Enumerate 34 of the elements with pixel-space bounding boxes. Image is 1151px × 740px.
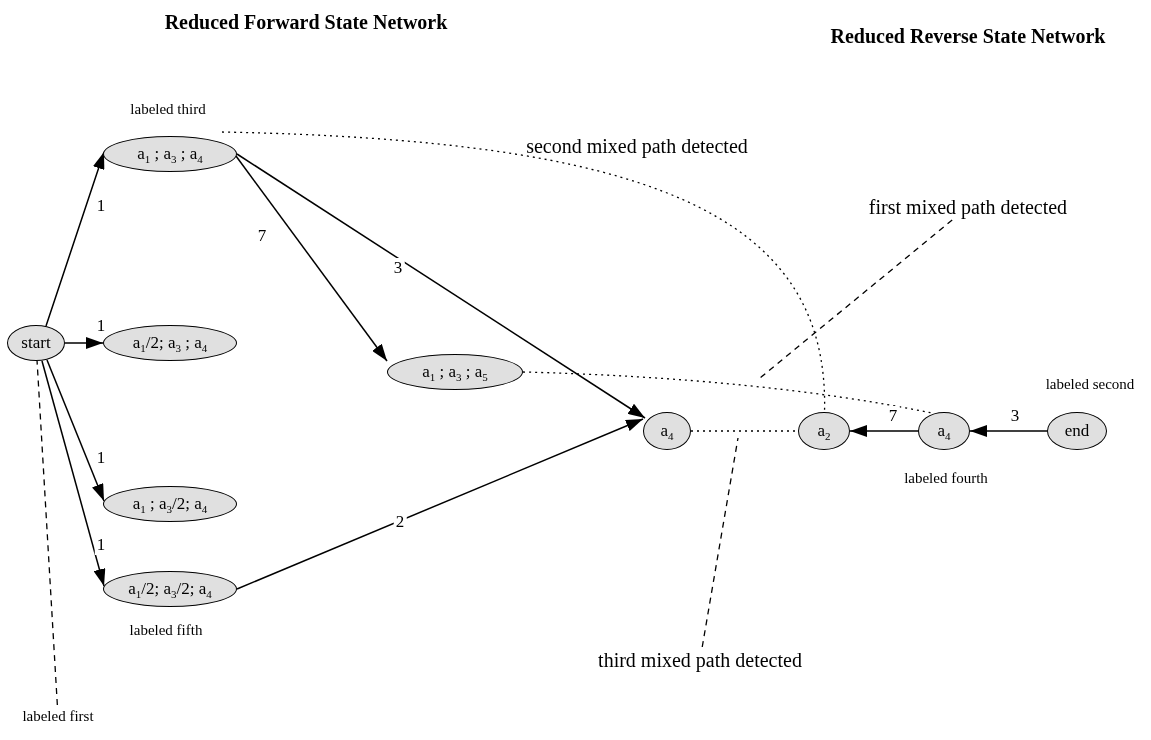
state-ellipse: a$_{1}$ ; a$_{3}$ ; a$_{5}$ bbox=[387, 354, 523, 390]
arrow bbox=[236, 418, 644, 590]
heading: Reduced Forward State Network bbox=[163, 10, 449, 34]
annotation-text: second mixed path detected bbox=[525, 134, 749, 158]
heading: Reduced Reverse State Network bbox=[829, 24, 1107, 48]
state-ellipse: a$_{4}$ bbox=[643, 412, 691, 450]
annotation-text: first mixed path detected bbox=[843, 194, 1093, 220]
arrow bbox=[969, 425, 1048, 437]
arrow bbox=[64, 337, 104, 349]
node-caption: labeled third bbox=[129, 100, 207, 118]
state-ellipse: end bbox=[1047, 412, 1107, 450]
arrow bbox=[45, 151, 105, 327]
arrow bbox=[235, 155, 388, 362]
annotation-text: third mixed path detected bbox=[575, 647, 825, 673]
leader-line bbox=[701, 437, 739, 648]
arrow bbox=[236, 153, 646, 419]
leader-line bbox=[759, 219, 953, 379]
node-caption: labeled fourth bbox=[903, 469, 989, 487]
connector-line bbox=[221, 131, 826, 413]
annotation-text: labeled first bbox=[0, 705, 116, 727]
state-ellipse: a$_{4}$ bbox=[918, 412, 970, 450]
connector-line bbox=[522, 371, 933, 414]
state-ellipse: start bbox=[7, 325, 65, 361]
state-ellipse: a$_{2}$ bbox=[798, 412, 850, 450]
state-ellipse: a$_{1}$ ; a$_{3}$/2; a$_{4}$ bbox=[103, 486, 237, 522]
node-caption: labeled fifth bbox=[128, 621, 204, 639]
state-ellipse: a$_{1}$/2; a$_{3}$/2; a$_{4}$ bbox=[103, 571, 237, 607]
leader-line bbox=[36, 360, 58, 706]
arrow bbox=[41, 360, 106, 587]
arrow bbox=[849, 425, 919, 437]
state-ellipse: a$_{1}$ ; a$_{3}$ ; a$_{4}$ bbox=[103, 136, 237, 172]
node-caption: labeled second bbox=[1044, 375, 1136, 393]
arrow bbox=[46, 359, 105, 502]
state-ellipse: a$_{1}$/2; a$_{3}$ ; a$_{4}$ bbox=[103, 325, 237, 361]
